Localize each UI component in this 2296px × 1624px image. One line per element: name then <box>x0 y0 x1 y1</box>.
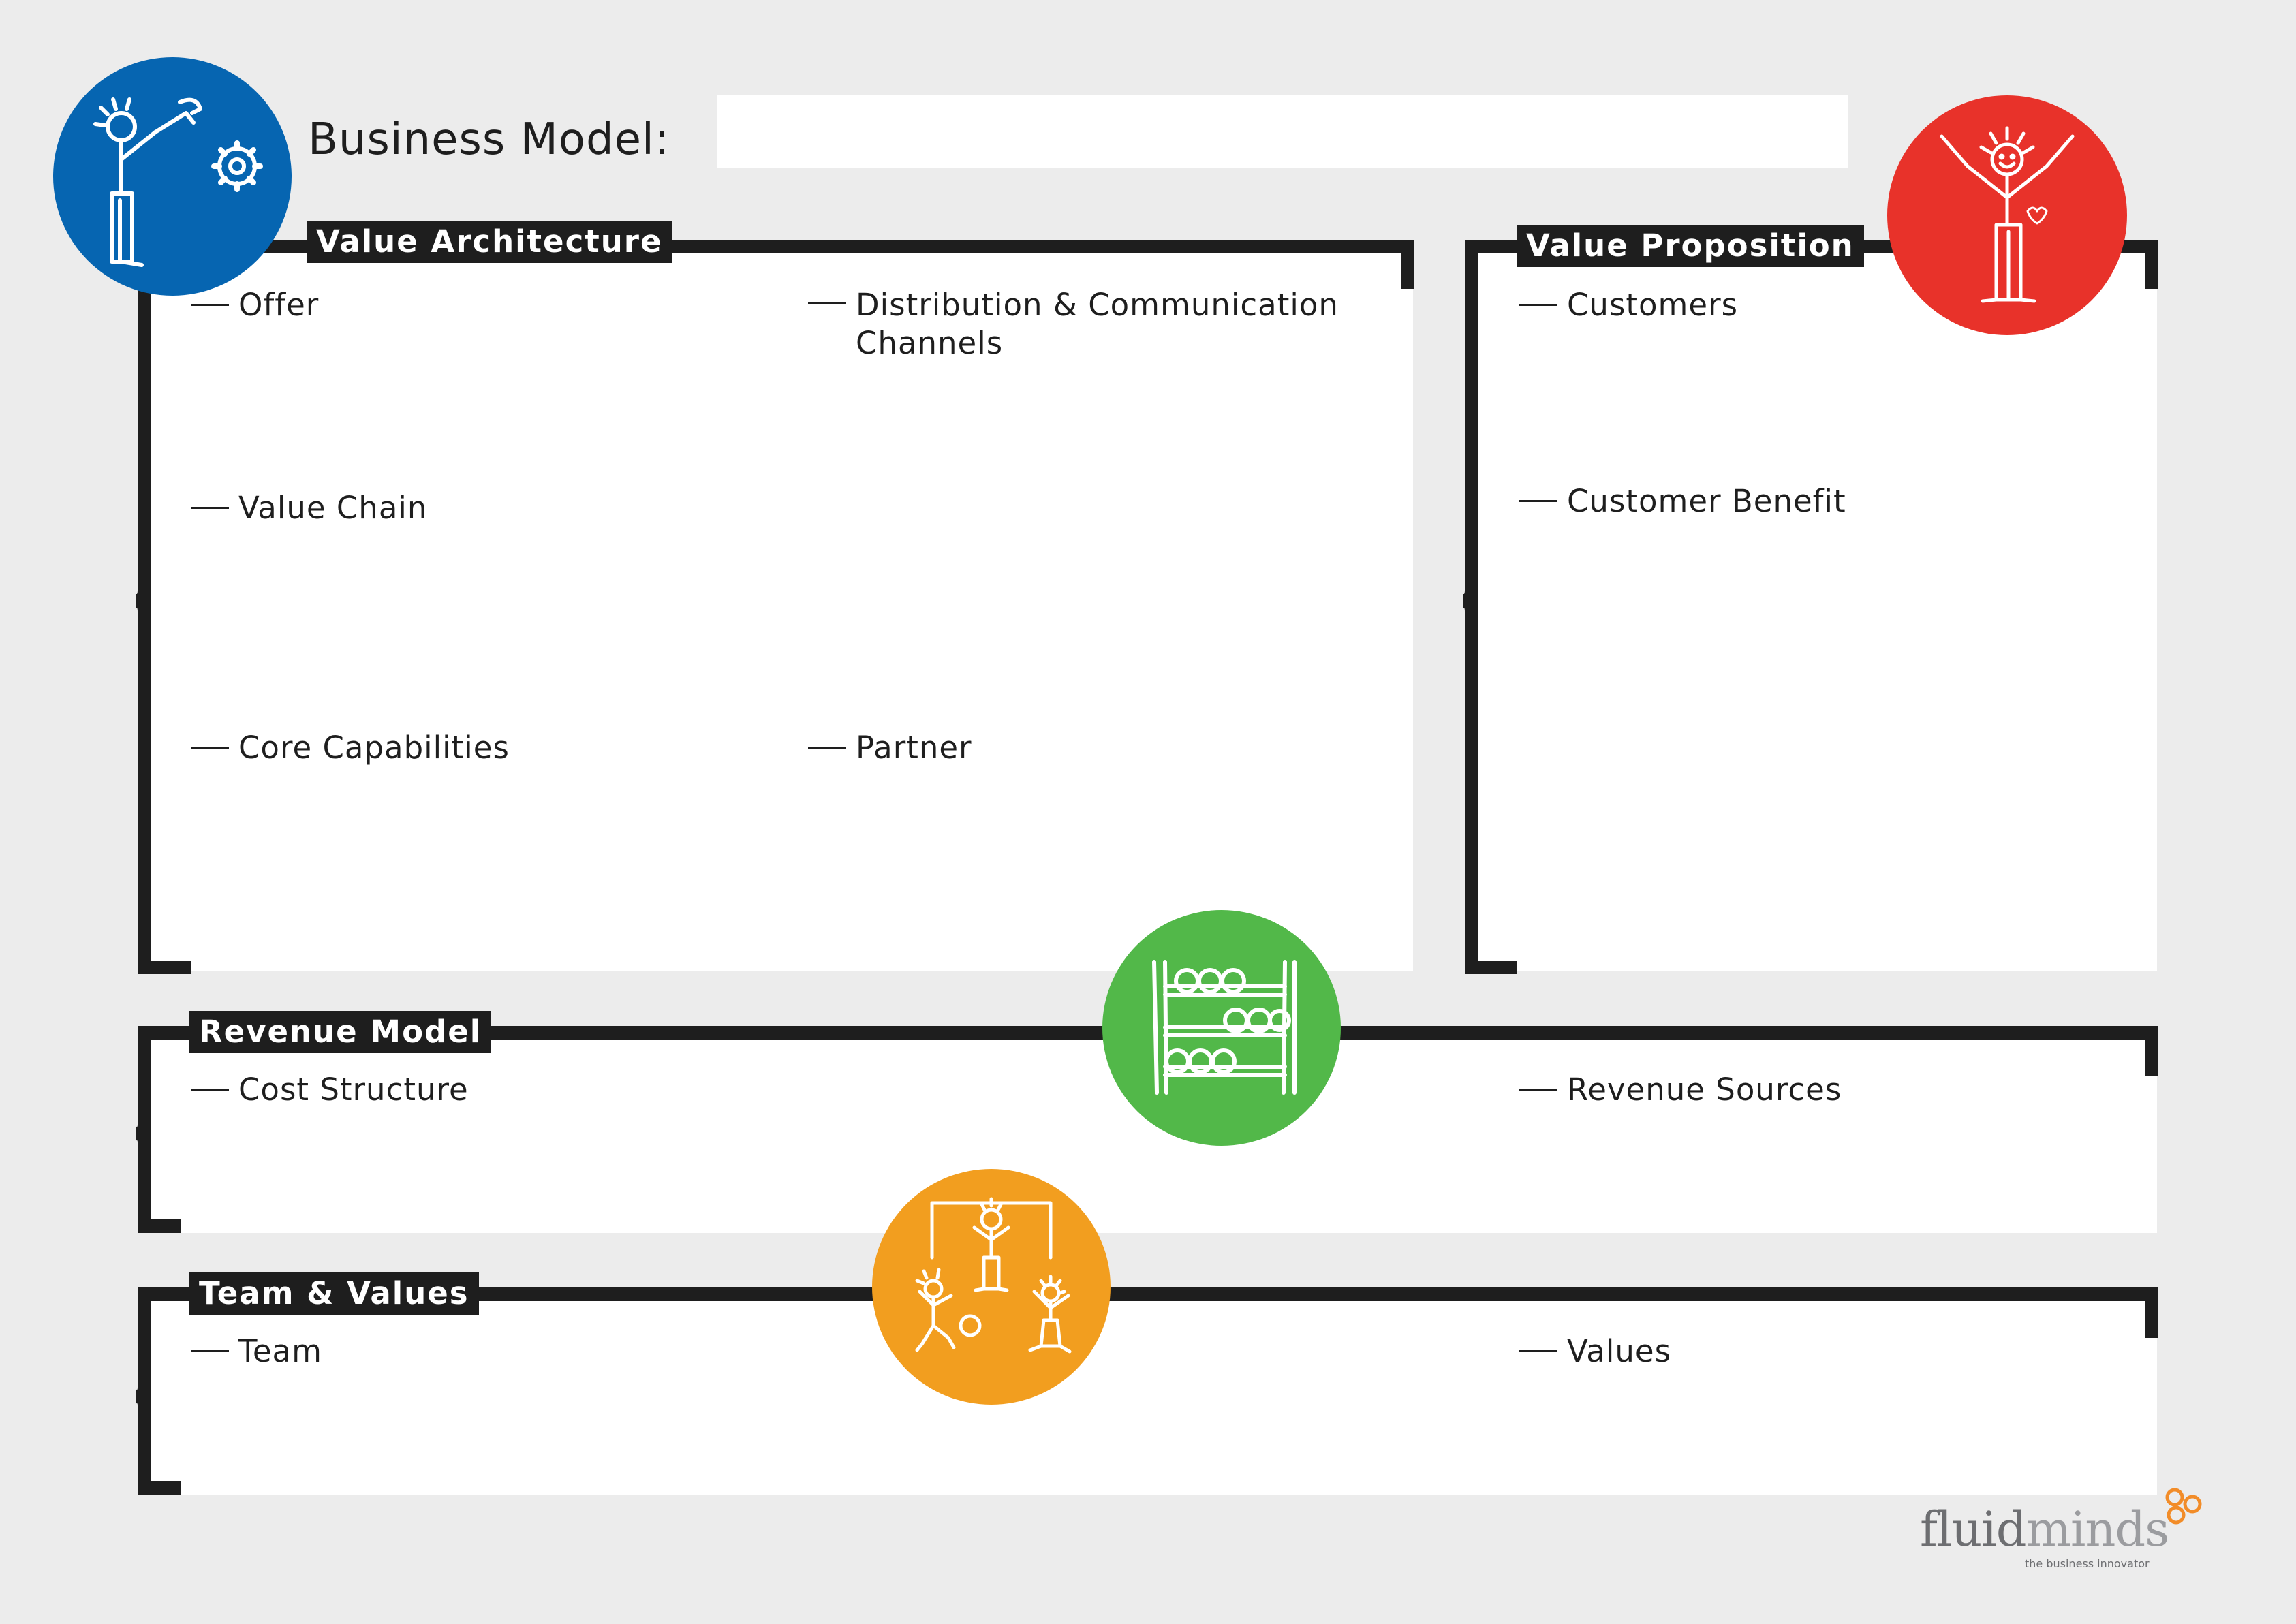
fluidminds-logo: fluidminds the business innovator <box>1920 1499 2206 1587</box>
business-model-name-field[interactable] <box>717 95 1848 168</box>
logo-text-fluid: fluid <box>1920 1501 2027 1557</box>
value-chain-label: Value Chain <box>191 489 427 527</box>
tools-person-icon <box>53 57 292 296</box>
team-label: Team <box>191 1332 322 1371</box>
logo-text-minds: minds <box>2026 1501 2170 1557</box>
value-architecture-title: Value Architecture <box>307 221 672 263</box>
distribution-channels-label: Distribution & Communication Channels <box>808 286 1394 362</box>
value-architecture-panel <box>138 245 1413 971</box>
value-proposition-panel <box>1466 245 2157 971</box>
value-proposition-title: Value Proposition <box>1517 225 1864 267</box>
core-capabilities-label: Core Capabilities <box>191 729 510 767</box>
cost-structure-label: Cost Structure <box>191 1071 469 1109</box>
customers-label: Customers <box>1519 286 1738 324</box>
revenue-model-title: Revenue Model <box>189 1011 492 1053</box>
logo-tagline: the business innovator <box>2025 1557 2150 1570</box>
partner-label: Partner <box>808 729 972 767</box>
happy-person-icon <box>1887 95 2127 335</box>
values-label: Values <box>1519 1332 1671 1371</box>
team-values-title: Team & Values <box>189 1272 479 1315</box>
offer-label: Offer <box>191 286 319 324</box>
abacus-icon <box>1102 910 1341 1146</box>
team-people-icon <box>872 1169 1111 1405</box>
fluidminds-symbol-icon <box>2165 1488 2202 1525</box>
customer-benefit-label: Customer Benefit <box>1519 482 1846 520</box>
team-values-panel <box>138 1294 2157 1495</box>
page-title: Business Model: <box>308 114 670 165</box>
revenue-sources-label: Revenue Sources <box>1519 1071 1842 1109</box>
